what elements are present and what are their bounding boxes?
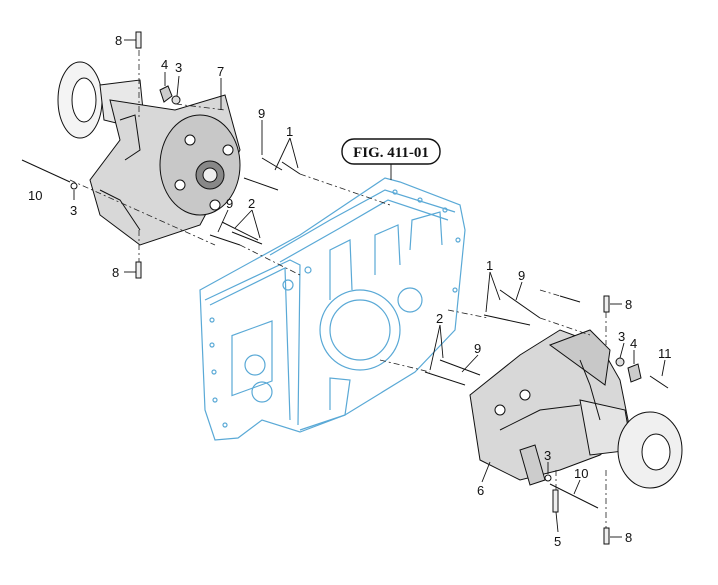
callout-1: 1 [286,124,293,139]
callout-3: 3 [175,60,182,75]
dowel-pin-8-right-bottom [603,527,610,545]
callout-8: 8 [625,297,632,312]
callout-9: 9 [518,268,525,283]
callout-3: 3 [544,448,551,463]
callout-11: 11 [658,346,672,361]
callout-labels: 8 4 3 7 9 1 10 3 9 2 8 1 9 8 2 9 3 4 11 … [28,33,672,549]
callout-5: 5 [554,534,561,549]
callout-7: 7 [217,64,224,79]
stud-9-right [499,289,541,319]
bolt-11 [649,375,669,389]
bolt-10-left [21,159,71,183]
alignment-lines [69,50,607,528]
stud-2-b [231,231,263,245]
washer-3-left [171,95,181,105]
callout-8: 8 [112,265,119,280]
stud-2-right-b [424,371,466,386]
stud-9-mid [209,234,241,246]
stud-1-a [243,177,279,191]
callout-9: 9 [258,106,265,121]
dowel-pin-8-bottom [135,261,142,279]
stud-2-a [221,221,259,241]
washer-3-right [615,357,625,367]
stud-1-b [281,161,301,175]
nut-4-left [159,85,173,103]
figure-reference-label: FIG. 411-01 [353,145,429,161]
callout-9: 9 [226,196,233,211]
stud-2-right-a [439,359,481,376]
stud-9-top [261,157,283,171]
dowel-pin-8-right [603,295,610,313]
bolt-10-right [549,483,599,509]
callout-8: 8 [115,33,122,48]
callout-9: 9 [474,341,481,356]
right-final-drive-assembly [469,329,683,489]
center-housing [199,177,466,441]
nut-4-right [627,363,642,383]
dowel-pin-8-top [135,31,142,49]
figure-reference-box[interactable]: FIG. 411-01 [341,138,441,180]
callout-2: 2 [248,196,255,211]
callout-10: 10 [574,466,588,481]
washer-3-right-bottom [544,474,552,482]
callout-4: 4 [630,336,637,351]
callout-3: 3 [70,203,77,218]
washer-3-bolt-left [70,182,78,190]
callout-2: 2 [436,311,443,326]
pin-5 [552,489,559,513]
callout-3: 3 [618,329,625,344]
stud-1-right [483,314,531,326]
left-small-parts [21,31,301,279]
callout-4: 4 [161,57,168,72]
leader-lines [73,39,666,538]
callout-10: 10 [28,188,42,203]
callout-8: 8 [625,530,632,545]
right-small-parts [424,289,669,545]
callout-6: 6 [477,483,484,498]
callout-1: 1 [486,258,493,273]
left-final-drive-assembly [57,61,241,246]
bolt-top-right [559,295,581,303]
